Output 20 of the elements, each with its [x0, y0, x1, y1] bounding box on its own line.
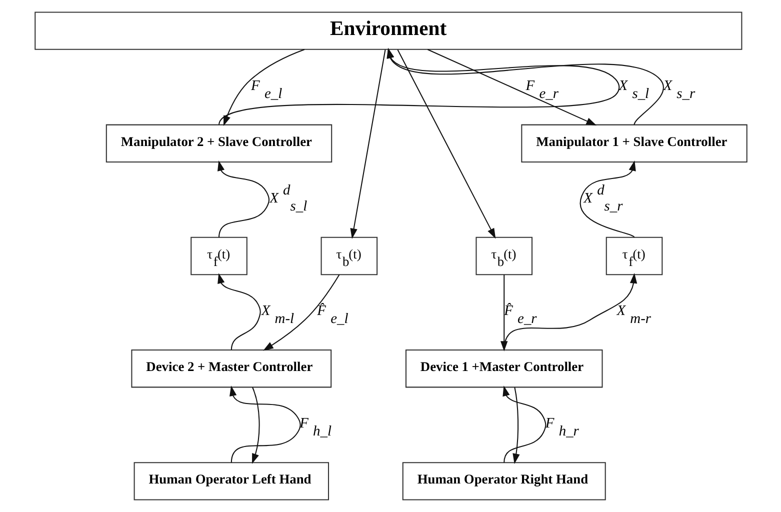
node-box: Human Operator Left Hand: [133, 462, 329, 500]
arrow: [503, 273, 637, 350]
arrow: [222, 49, 304, 126]
node-box: Manipulator 1 + Slave Controller: [520, 124, 747, 163]
arrow: [251, 387, 260, 464]
node-box: Device 1 +Master Controller: [404, 349, 602, 388]
node-box: Environment: [34, 12, 742, 50]
arrow: [512, 387, 520, 464]
arrow: [217, 273, 260, 350]
arrow: [426, 49, 596, 126]
arrow: [229, 386, 300, 463]
node-box: Manipulator 2 + Slave Controller: [105, 124, 332, 163]
node-box: Human Operator Right Hand: [402, 462, 606, 500]
arrow: [262, 274, 340, 351]
arrow: [396, 49, 496, 239]
arrow: [216, 160, 269, 238]
arrow: [350, 50, 386, 239]
node-box: Device 2 + Master Controller: [130, 349, 332, 388]
arrow: [580, 160, 636, 238]
arrow: [502, 386, 546, 463]
